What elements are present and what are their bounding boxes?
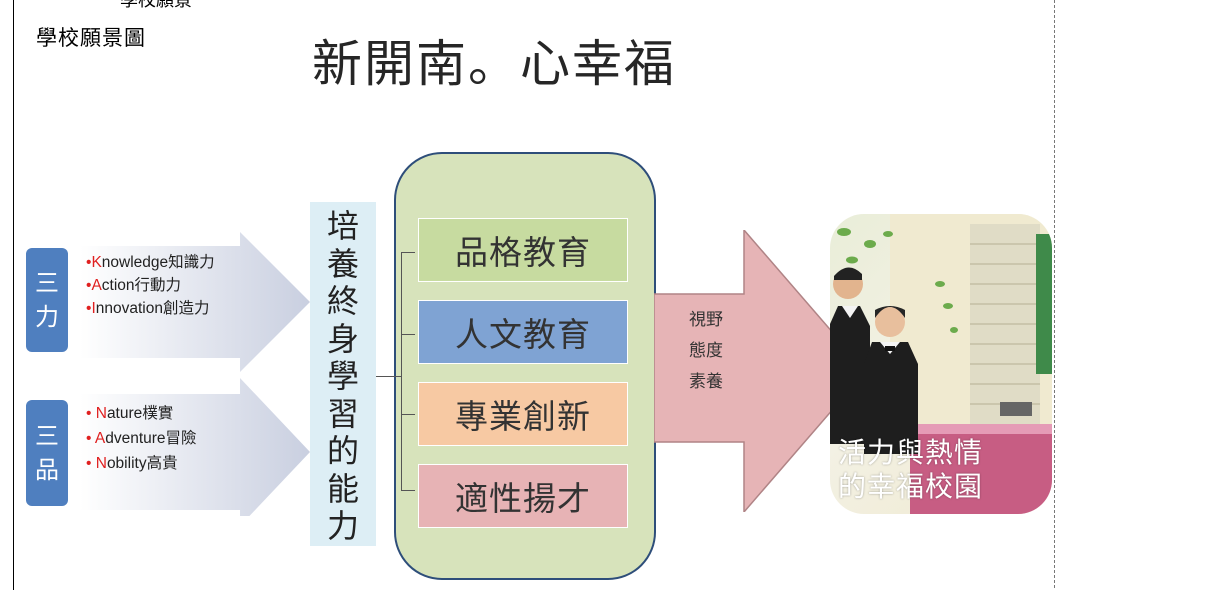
caption-line: 活力與熱情 (838, 436, 984, 469)
tag-char: 三 (35, 422, 59, 450)
list-item: • Adventure冒險 (86, 430, 197, 447)
vertical-char: 的 (326, 432, 359, 470)
bracket-tick (401, 252, 415, 253)
item-text: obility高貴 (106, 455, 178, 472)
arrow-text: 視野 態度 素養 (680, 305, 732, 398)
box-professional-innovation: 專業創新 (418, 382, 628, 446)
bracket-line (401, 252, 402, 490)
arrow-line: 態度 (689, 341, 723, 361)
vertical-text-panel (310, 202, 376, 546)
doc-label: 學校願景圖 (36, 26, 146, 50)
initial-letter: K (91, 254, 102, 271)
photo-caption: 活力與熱情 的幸福校園 (838, 436, 1038, 504)
big-arrow (654, 230, 867, 512)
vertical-char: 身 (326, 319, 359, 358)
box-humanities-education: 人文教育 (418, 300, 628, 364)
cutoff-heading: 學校願景 (120, 0, 192, 11)
big-arrow-graphic (654, 230, 867, 512)
box-talent-development: 適性揚才 (418, 464, 628, 528)
vertical-char: 學 (326, 357, 359, 395)
connector-line (376, 376, 401, 377)
initial-letter: I (91, 300, 96, 317)
left-arrows-graphic (80, 232, 310, 516)
box-character-education: 品格教育 (418, 218, 628, 282)
item-text: ction行動力 (101, 277, 182, 294)
arrow-three-qualities (80, 378, 310, 516)
vertical-char: 力 (326, 507, 359, 545)
initial-letter: A (94, 430, 106, 447)
initial-letter: N (95, 405, 107, 422)
initial-letter: N (95, 455, 107, 472)
page-border-left (13, 0, 14, 590)
item-text: ature樸實 (106, 405, 174, 422)
vertical-char: 培 (326, 207, 359, 245)
vertical-char: 終 (326, 282, 359, 320)
list-item: • Nobility高貴 (86, 455, 178, 472)
arrow-three-powers (80, 232, 310, 372)
tag-char: 三 (35, 269, 59, 297)
list-three-powers: •Knowledge知識力 •Action行動力 •Innovation創造力 (86, 251, 215, 320)
caption-line: 的幸福校園 (838, 470, 984, 503)
item-text: dventure冒險 (105, 430, 197, 447)
tag-three-qualities: 三 品 (26, 400, 68, 506)
arrow-line: 視野 (689, 310, 723, 330)
item-text: nnovation創造力 (95, 300, 210, 317)
arrow-line: 素養 (689, 372, 723, 392)
tag-three-powers: 三 力 (26, 248, 68, 352)
bracket-tick (401, 414, 415, 415)
photo-illustration (830, 214, 1052, 514)
item-text: nowledge知識力 (101, 254, 215, 271)
list-item: •Action行動力 (86, 277, 182, 294)
vertical-text: 培 養 終 身 學 習 的 能 力 (310, 207, 376, 546)
tag-char: 品 (35, 456, 59, 484)
list-item: • Nature樸實 (86, 405, 174, 422)
initial-letter: A (91, 277, 102, 294)
list-three-qualities: • Nature樸實 • Adventure冒險 • Nobility高貴 (86, 401, 197, 476)
slide-title: 新開南。心幸福 (312, 35, 676, 93)
page-border-right (1054, 0, 1055, 590)
tag-char: 力 (35, 303, 59, 331)
bracket-tick (401, 490, 415, 491)
vertical-char: 養 (326, 244, 359, 283)
vertical-char: 習 (326, 394, 359, 433)
school-photo (830, 214, 1052, 514)
list-item: •Innovation創造力 (86, 300, 210, 317)
bracket-tick (401, 334, 415, 335)
list-item: •Knowledge知識力 (86, 254, 215, 271)
vertical-char: 能 (326, 469, 359, 508)
